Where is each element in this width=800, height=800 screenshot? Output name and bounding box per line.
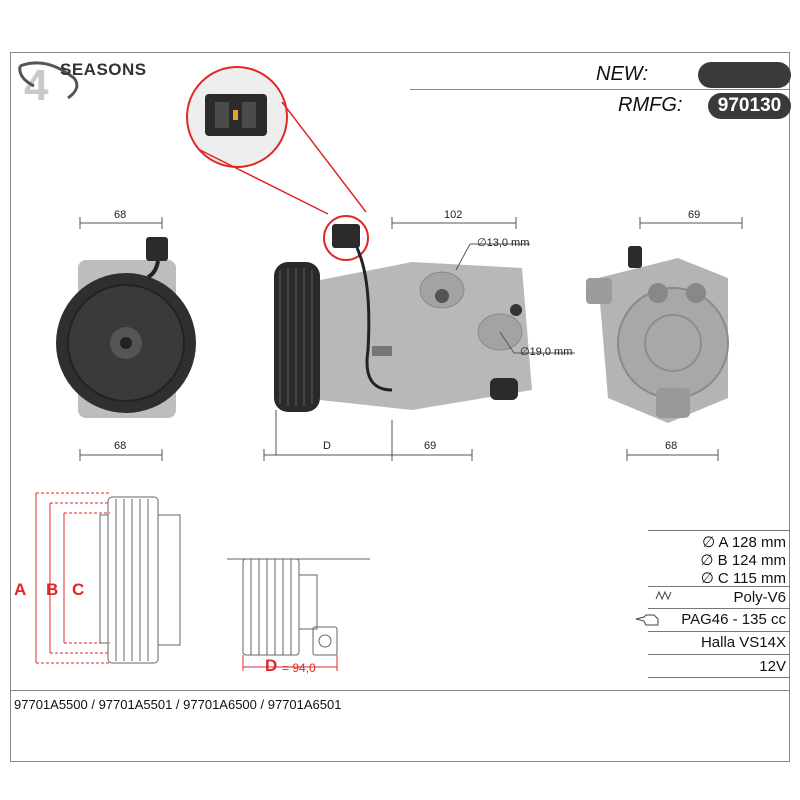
side-length-top: 102 bbox=[444, 209, 463, 221]
spec-divider bbox=[648, 530, 790, 531]
d-value: = 94,0 bbox=[282, 661, 316, 675]
diameter-icon: ∅ bbox=[477, 237, 487, 249]
front-view-image bbox=[56, 237, 196, 418]
four-seasons-logo: 4 bbox=[18, 61, 79, 106]
label-a: A bbox=[14, 580, 27, 599]
spec-diameter-c: ∅ C 115 mm bbox=[700, 570, 786, 587]
spec-belt: Poly-V6 bbox=[648, 587, 790, 607]
rmfg-label: RMFG: bbox=[618, 94, 683, 116]
spec-divider bbox=[648, 631, 790, 632]
pulley-diagram bbox=[35, 492, 181, 664]
label-c: C bbox=[72, 580, 85, 599]
side-length-bottom: 69 bbox=[424, 440, 437, 452]
side-view-image bbox=[274, 247, 532, 412]
spec-divider bbox=[648, 608, 790, 609]
side-dimension-d: D bbox=[323, 440, 331, 452]
spec-diameter-b: ∅ B 124 mm bbox=[700, 552, 786, 569]
label-b: B bbox=[46, 580, 59, 599]
logo-text: SEASONS bbox=[60, 60, 147, 79]
spec-divider bbox=[648, 654, 790, 655]
new-label: NEW: bbox=[596, 63, 649, 85]
part-numbers: 97701A5500 / 97701A5501 / 97701A6500 / 9… bbox=[14, 697, 342, 712]
back-width-top: 69 bbox=[688, 209, 701, 221]
diameter-icon: ∅ bbox=[700, 570, 718, 587]
header-divider bbox=[410, 89, 790, 90]
diameter-icon: ∅ bbox=[700, 552, 718, 569]
diameter-icon: ∅ bbox=[520, 346, 530, 358]
connector-zoom bbox=[186, 66, 369, 261]
footer-divider bbox=[10, 690, 790, 691]
back-view-image bbox=[586, 246, 729, 423]
spec-divider bbox=[648, 586, 790, 587]
oil-can-icon bbox=[635, 614, 659, 626]
port-diameter-small: ∅13,0 mm bbox=[477, 237, 530, 249]
front-width-bottom: 68 bbox=[114, 440, 127, 452]
spec-divider bbox=[648, 677, 790, 678]
diameter-icon: ∅ bbox=[702, 534, 719, 551]
side-diagram bbox=[227, 558, 370, 671]
spec-diameter-a: ∅ A 128 mm bbox=[702, 534, 786, 551]
front-width-top: 68 bbox=[114, 209, 127, 221]
new-value-pill bbox=[698, 62, 791, 88]
spec-model: Halla VS14X bbox=[700, 634, 786, 651]
spec-oil: PAG46 - 135 cc bbox=[635, 609, 790, 629]
port-diameter-large: ∅19,0 mm bbox=[520, 346, 573, 358]
back-width-bottom: 68 bbox=[665, 440, 678, 452]
rmfg-value-pill: 970130 bbox=[708, 93, 791, 119]
spec-voltage: 12V bbox=[759, 658, 786, 675]
belt-icon bbox=[655, 590, 672, 601]
label-d: D bbox=[265, 656, 278, 675]
